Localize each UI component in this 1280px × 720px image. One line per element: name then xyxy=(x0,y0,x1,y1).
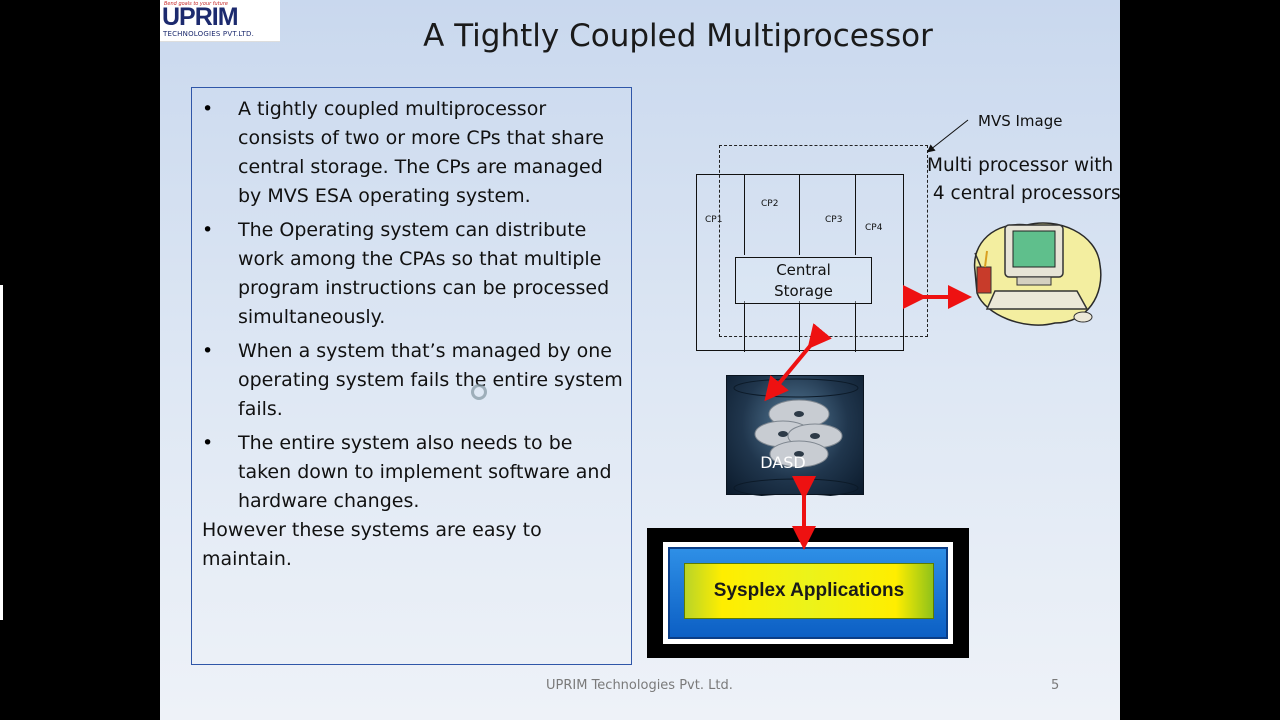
multiprocessor-label: Multi processor with 4 central processor… xyxy=(927,152,1120,208)
slide-title: A Tightly Coupled Multiprocessor xyxy=(423,18,933,54)
central-storage-line1: Central xyxy=(776,261,831,279)
bullet-item: • A tightly coupled multiprocessor consi… xyxy=(202,95,623,211)
closing-text: However these systems are easy to mainta… xyxy=(202,519,542,570)
mouse-cursor-indicator xyxy=(471,384,487,400)
cp-divider xyxy=(855,301,856,352)
bullet-text: The Operating system can distribute work… xyxy=(238,219,610,328)
page-number: 5 xyxy=(1051,678,1060,693)
sysplex-applications-border: Sysplex Applications xyxy=(663,542,953,644)
bullet-dot-icon: • xyxy=(202,432,214,454)
slide: Bend goals to your future UPRIM TECHNOLO… xyxy=(160,0,1120,720)
cp3-label: CP3 xyxy=(825,215,843,225)
mvs-pointer-arrow xyxy=(926,119,969,153)
cp-divider xyxy=(744,301,745,352)
disk-stack-icon xyxy=(733,378,859,498)
bullet-dot-icon: • xyxy=(202,98,214,120)
computer-icon xyxy=(973,222,1102,326)
multiprocessor-label-line1: Multi processor with xyxy=(927,155,1114,176)
bullet-text: The entire system also needs to be taken… xyxy=(238,432,612,512)
footer-company: UPRIM Technologies Pvt. Ltd. xyxy=(546,678,733,693)
sysplex-applications-button: Sysplex Applications xyxy=(684,563,934,619)
bullet-text: A tightly coupled multiprocessor consist… xyxy=(238,98,604,207)
sysplex-applications-panel: Sysplex Applications xyxy=(668,547,948,639)
dasd-label: DASD xyxy=(760,453,806,472)
bullet-item: • When a system that’s managed by one op… xyxy=(202,337,623,424)
central-storage-box: Central Storage xyxy=(735,257,872,304)
cp4-label: CP4 xyxy=(865,223,883,233)
central-storage-line2: Storage xyxy=(774,282,833,300)
mvs-image-label: MVS Image xyxy=(978,112,1063,130)
cp-divider xyxy=(799,175,800,255)
logo-tagline: Bend goals to your future xyxy=(164,1,228,7)
cp-divider xyxy=(744,175,745,255)
storage-dasd-arrow xyxy=(764,323,832,402)
cp-divider xyxy=(855,175,856,255)
bullet-item: • The Operating system can distribute wo… xyxy=(202,216,623,332)
cp1-label: CP1 xyxy=(705,215,723,225)
bullet-text: When a system that’s managed by one oper… xyxy=(238,340,623,420)
company-logo: Bend goals to your future UPRIM TECHNOLO… xyxy=(160,0,280,42)
left-edge-bar xyxy=(0,285,3,620)
diagram-arrows xyxy=(764,119,972,550)
multiprocessor-label-line2: 4 central processors xyxy=(927,183,1120,204)
bullet-dot-icon: • xyxy=(202,219,214,241)
cp2-label: CP2 xyxy=(761,199,779,209)
sysplex-applications-frame: Sysplex Applications xyxy=(647,528,969,658)
content-text-box: • A tightly coupled multiprocessor consi… xyxy=(191,87,632,665)
bullet-dot-icon: • xyxy=(202,340,214,362)
logo-subtext: TECHNOLOGIES PVT.LTD. xyxy=(163,30,255,38)
bullet-item: • The entire system also needs to be tak… xyxy=(202,429,623,516)
logo-text: UPRIM xyxy=(162,3,239,31)
